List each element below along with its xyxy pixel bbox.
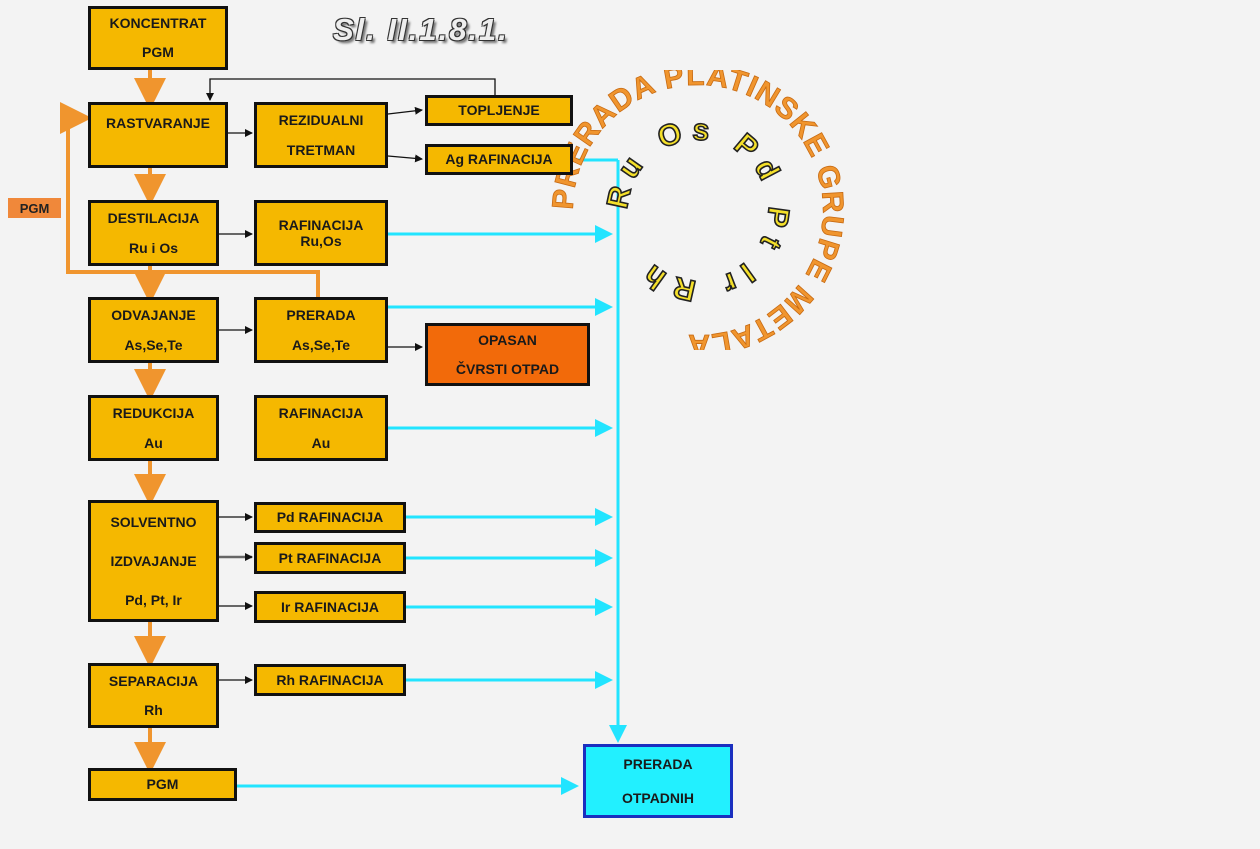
box-pd-rafinacija: Pd RAFINACIJA [254, 502, 406, 533]
ag-raf-line-1: Ag RAFINACIJA [445, 151, 553, 168]
ir-raf-line-1: Ir RAFINACIJA [280, 598, 379, 615]
box-prerada-as-se-te: PRERADA As,Se,Te [254, 297, 388, 363]
prerada-otpadnih-line-2: OTPADNIH [621, 789, 695, 806]
opasan-line-2: ČVRSTI OTPAD [455, 360, 560, 377]
box-rafinacija-au: RAFINACIJA Au [254, 395, 388, 461]
prerada-otpadnih-line-1: PRERADA [623, 755, 693, 772]
box-prerada-otpadnih: PRERADA OTPADNIH [583, 744, 733, 818]
opasan-line-1: OPASAN [478, 332, 537, 349]
pd-raf-line-1: Pd RAFINACIJA [276, 509, 384, 526]
box-koncentrat: KONCENTRAT PGM [88, 6, 228, 70]
redukcija-line-2: Au [144, 434, 163, 451]
rastvaranje-line-1: RASTVARANJE [106, 115, 210, 131]
box-opasan-cvrsti-otpad: OPASAN ČVRSTI OTPAD [425, 323, 590, 386]
odvajanje-line-1: ODVAJANJE [111, 306, 196, 323]
redukcija-line-1: REDUKCIJA [112, 404, 195, 421]
pgm-line-1: PGM [146, 776, 179, 793]
prerada-ast-line-1: PRERADA [286, 306, 356, 323]
connector-arrows [206, 78, 496, 684]
box-topljenje: TOPLJENJE [425, 95, 573, 126]
box-ag-rafinacija: Ag RAFINACIJA [425, 144, 573, 175]
box-odvajanje: ODVAJANJE As,Se,Te [88, 297, 219, 363]
raf-au-line-1: RAFINACIJA [278, 404, 364, 421]
destilacija-line-1: DESTILACIJA [107, 209, 200, 226]
raf-ruos-line-1: RAFINACIJA [278, 216, 364, 233]
solventno-line-2: IZDVAJANJE [110, 552, 197, 569]
separacija-line-2: Rh [144, 702, 163, 719]
koncentrat-line-1: KONCENTRAT [109, 15, 207, 32]
rh-raf-line-1: Rh RAFINACIJA [276, 671, 384, 688]
rezidualni-line-2: TRETMAN [286, 141, 356, 158]
prerada-ast-line-2: As,Se,Te [291, 336, 351, 353]
box-rezidualni-tretman: REZIDUALNI TRETMAN [254, 102, 388, 168]
box-rastvaranje: RASTVARANJE [88, 102, 228, 168]
ring-inner-text: Ru Os Pd Pt Ir Rh [601, 113, 795, 307]
box-separacija: SEPARACIJA Rh [88, 663, 219, 728]
solventno-line-1: SOLVENTNO [110, 514, 197, 531]
raf-ruos-line-2: Ru,Os [300, 233, 342, 249]
topljenje-line-1: TOPLJENJE [458, 102, 540, 119]
odvajanje-line-2: As,Se,Te [124, 336, 183, 353]
pgm-recycle-label: PGM [8, 198, 61, 218]
box-destilacija: DESTILACIJA Ru i Os [88, 200, 219, 266]
waste-flow-arrows [237, 158, 627, 795]
main-flow-arrows [60, 70, 320, 774]
separacija-line-1: SEPARACIJA [108, 672, 199, 689]
box-ir-rafinacija: Ir RAFINACIJA [254, 591, 406, 623]
box-solventno-izdvajanje: SOLVENTNO IZDVAJANJE Pd, Pt, Ir [88, 500, 219, 622]
koncentrat-line-2: PGM [142, 44, 174, 61]
box-rh-rafinacija: Rh RAFINACIJA [254, 664, 406, 696]
destilacija-line-2: Ru i Os [128, 239, 178, 256]
solventno-line-3: Pd, Pt, Ir [125, 591, 182, 608]
box-redukcija: REDUKCIJA Au [88, 395, 219, 461]
metals-ring-graphic: PRERADA PLATINSKE GRUPE METALA Ru Os Pd … [548, 70, 848, 350]
pt-raf-line-1: Pt RAFINACIJA [278, 549, 382, 566]
figure-title: Sl. II.1.8.1. [333, 12, 509, 47]
box-pgm: PGM [88, 768, 237, 801]
raf-au-line-2: Au [311, 434, 331, 451]
box-pt-rafinacija: Pt RAFINACIJA [254, 542, 406, 574]
ring-outer-text: PRERADA PLATINSKE GRUPE METALA [548, 70, 848, 350]
rezidualni-line-1: REZIDUALNI [278, 111, 364, 128]
